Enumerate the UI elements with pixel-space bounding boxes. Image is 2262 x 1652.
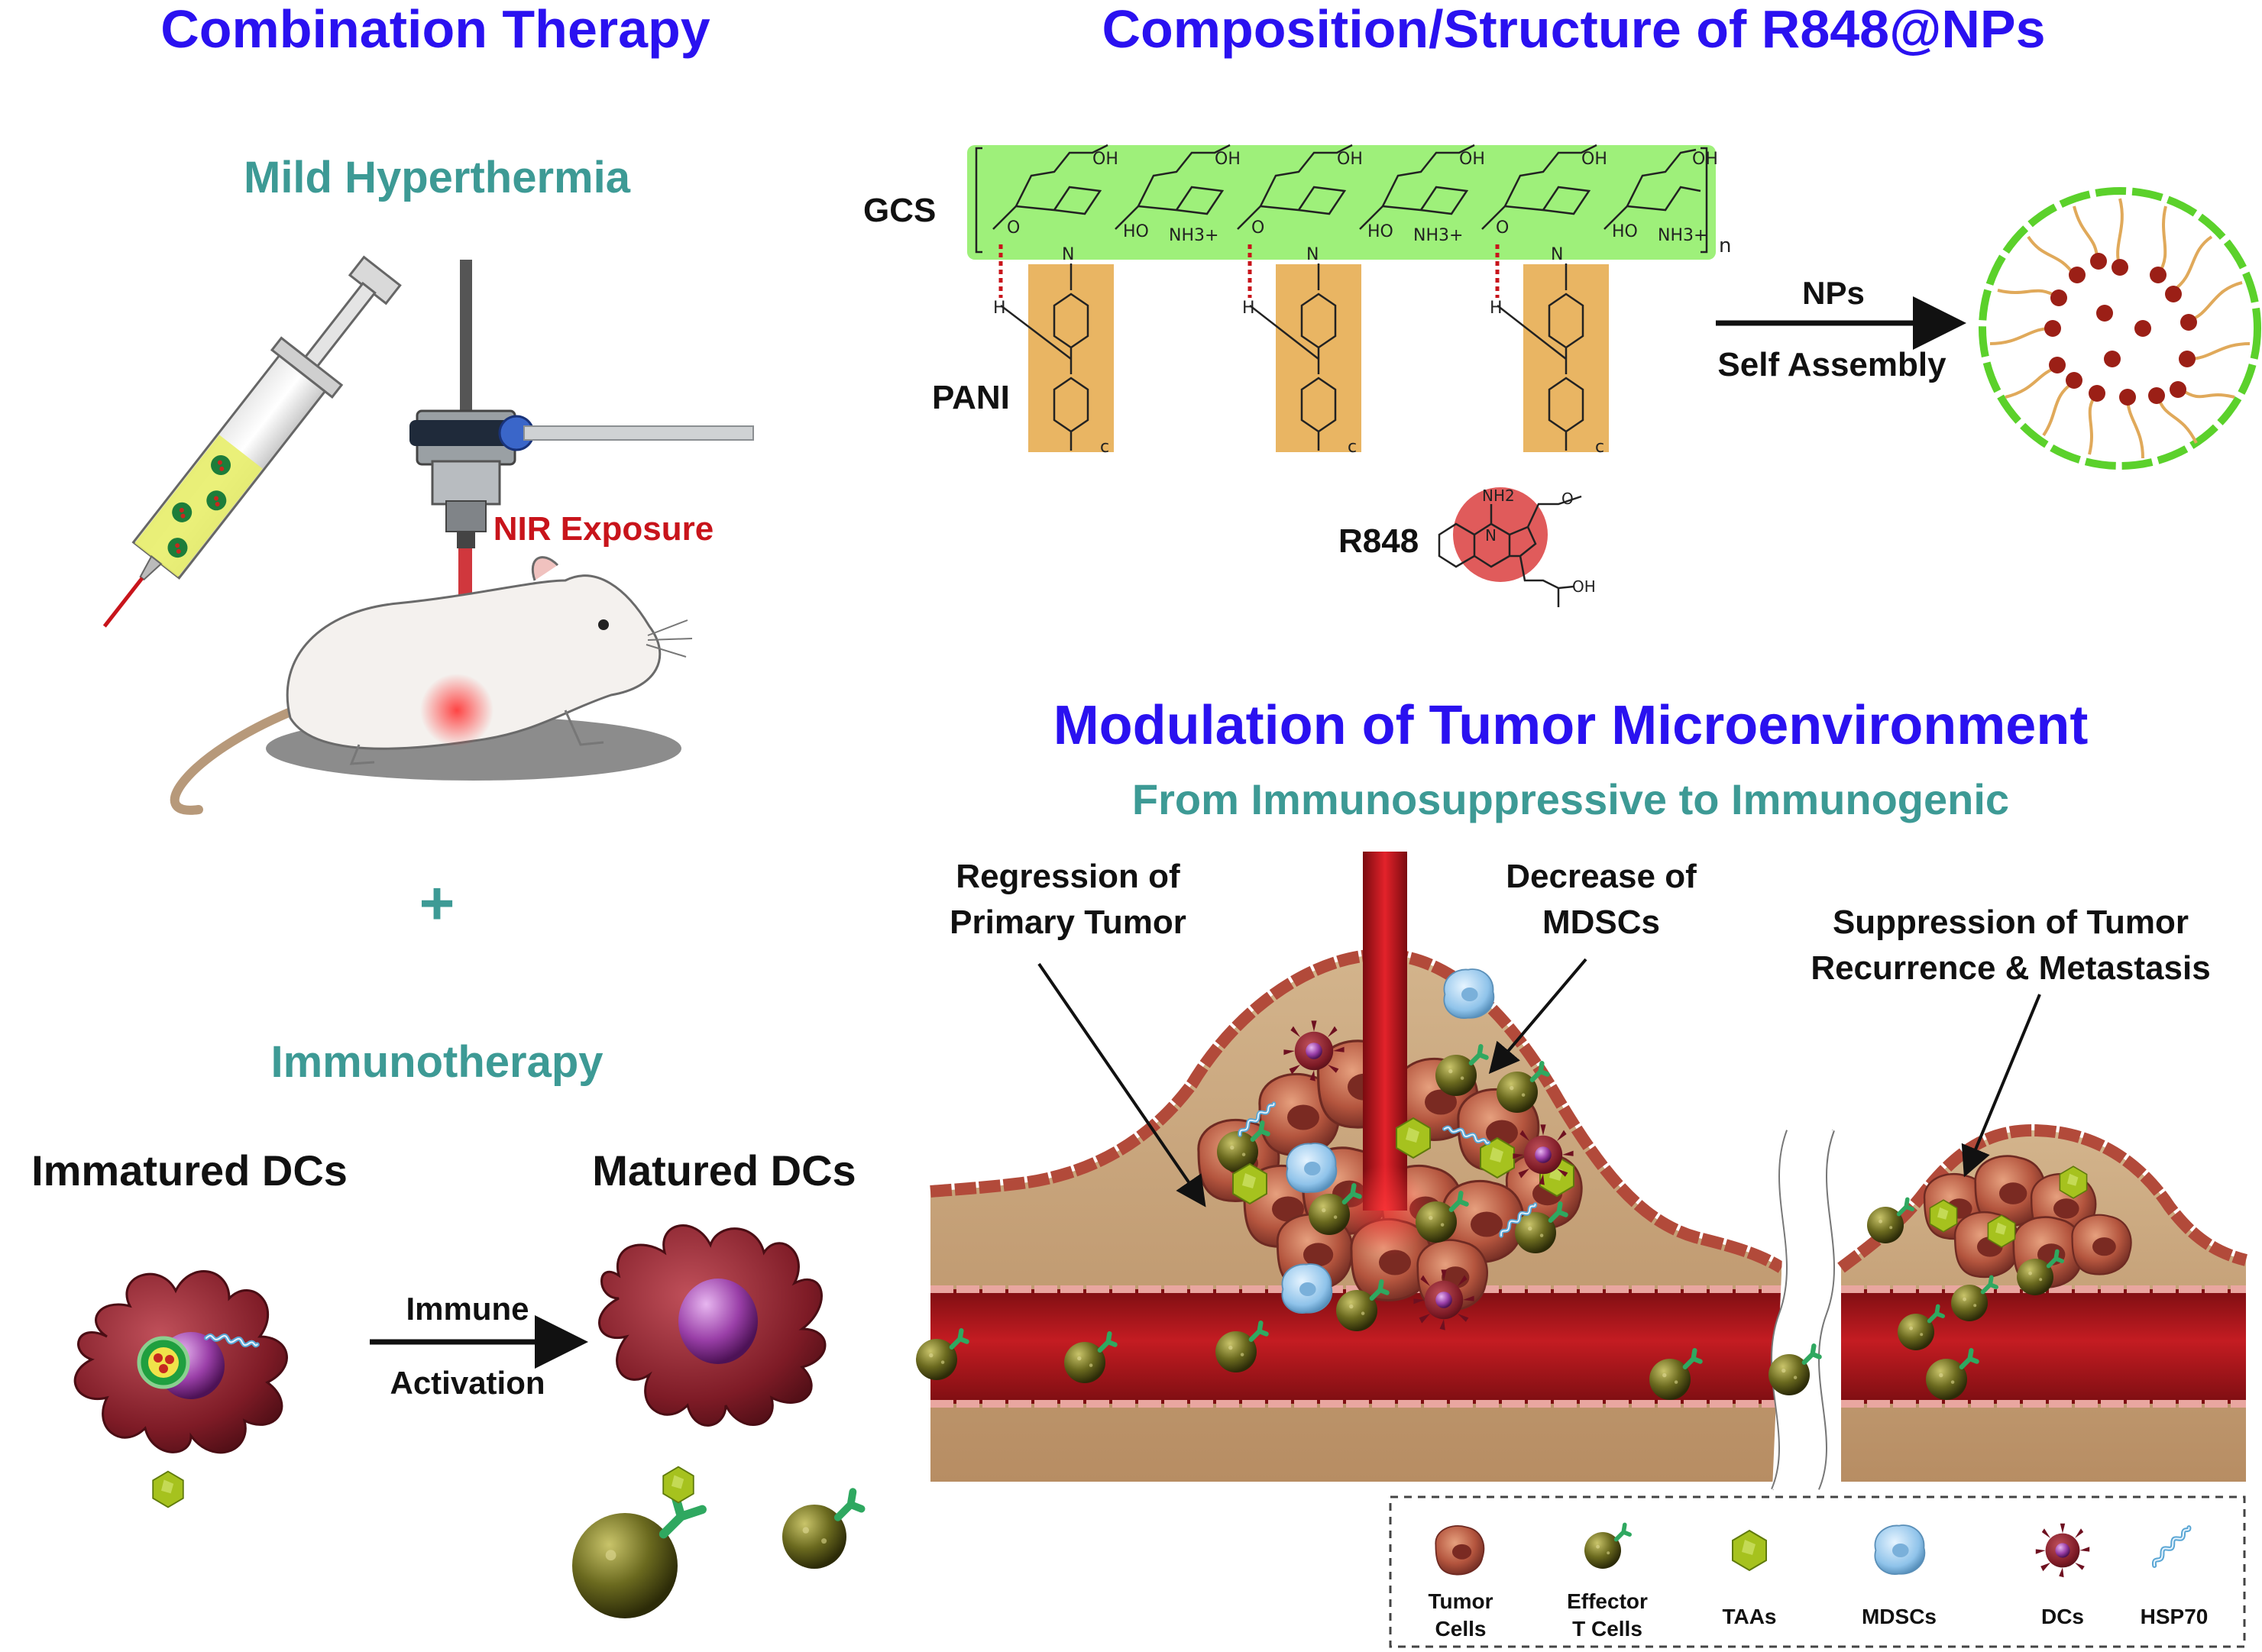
svg-text:O: O xyxy=(1251,218,1264,238)
syringe-icon xyxy=(102,255,402,628)
svg-text:O: O xyxy=(1496,218,1509,238)
svg-text:NH3+: NH3+ xyxy=(1658,226,1707,245)
label-r848: R848 xyxy=(1338,522,1419,560)
label-mild-hyperthermia: Mild Hyperthermia xyxy=(244,153,631,202)
legend-label-tumor-2: Cells xyxy=(1435,1617,1487,1641)
laser-probe-icon xyxy=(409,260,754,548)
decrease-arrow xyxy=(1488,958,1587,1075)
suppression-arrow xyxy=(1961,994,2041,1178)
svg-text:N: N xyxy=(1062,245,1074,264)
legend-labels: Tumor Cells Effector T Cells TAAs MDSCs … xyxy=(1428,1589,2208,1641)
label-plus: + xyxy=(419,869,455,937)
nanoparticle-icon xyxy=(1979,187,2261,470)
svg-text:O: O xyxy=(1561,490,1574,508)
label-immune: Immune xyxy=(406,1291,529,1327)
legend-label-effector-2: T Cells xyxy=(1572,1617,1642,1641)
dendritic-cell-icon xyxy=(2035,1523,2090,1578)
svg-text:HO: HO xyxy=(1367,222,1393,241)
svg-text:N: N xyxy=(1306,245,1319,264)
svg-text:OH: OH xyxy=(1581,150,1607,169)
regression-arrow xyxy=(1037,962,1206,1207)
svg-text:OH: OH xyxy=(1692,150,1718,169)
svg-text:H: H xyxy=(1490,299,1503,318)
svg-text:c: c xyxy=(1595,438,1604,457)
label-activation: Activation xyxy=(390,1365,545,1401)
label-nir-exposure: NIR Exposure xyxy=(493,510,714,548)
legend-label-effector-1: Effector xyxy=(1567,1589,1648,1613)
legend-label-dcs: DCs xyxy=(2041,1605,2084,1628)
blood-vessel xyxy=(930,1285,2246,1408)
tumor-cell-icon xyxy=(1435,1524,1485,1576)
svg-text:OH: OH xyxy=(1337,150,1363,169)
svg-text:NH2: NH2 xyxy=(1482,487,1515,505)
label-regression-1: Regression of xyxy=(956,858,1180,895)
section-break xyxy=(1771,1130,1835,1490)
label-self-assembly: Self Assembly xyxy=(1717,346,1946,383)
immature-dendritic-cell-icon xyxy=(73,1270,288,1508)
tumor-glow xyxy=(420,674,493,747)
laser-beam-tumor xyxy=(1363,852,1407,1211)
svg-text:c: c xyxy=(1348,438,1357,457)
pani-labels: H H H c c c xyxy=(993,299,1604,457)
taa-hexagon-icon xyxy=(662,1466,694,1504)
svg-text:H: H xyxy=(1242,299,1255,318)
label-decrease-1: Decrease of xyxy=(1506,858,1697,895)
label-immatured-dcs: Immatured DCs xyxy=(31,1146,348,1195)
svg-text:NH3+: NH3+ xyxy=(1413,226,1463,245)
svg-text:OH: OH xyxy=(1092,150,1118,169)
svg-text:H: H xyxy=(993,299,1006,318)
label-suppression-1: Suppression of Tumor xyxy=(1833,904,2189,941)
svg-text:c: c xyxy=(1100,438,1109,457)
svg-text:NH3+: NH3+ xyxy=(1169,226,1218,245)
mature-dendritic-cell-icon xyxy=(598,1224,827,1427)
legend-box xyxy=(1389,1495,2246,1648)
chem-labels: OH OH OH OH OH OH HO HO HO NH3+ NH3+ NH3… xyxy=(1007,150,1718,264)
label-decrease-2: MDSCs xyxy=(1542,904,1660,941)
legend-label-tumor-1: Tumor xyxy=(1428,1589,1493,1613)
title-composition: Composition/Structure of R848@NPs xyxy=(1102,0,2045,59)
chem-subscript-n: n xyxy=(1719,234,1731,257)
svg-text:OH: OH xyxy=(1215,150,1241,169)
t-cell-icon xyxy=(572,1487,707,1618)
legend-label-taas: TAAs xyxy=(1722,1605,1776,1628)
legend-label-mdscs: MDSCs xyxy=(1862,1605,1937,1628)
legend-label-hsp70: HSP70 xyxy=(2141,1605,2209,1628)
label-gcs: GCS xyxy=(863,192,936,229)
label-suppression-2: Recurrence & Metastasis xyxy=(1811,949,2210,987)
pani-blocks xyxy=(998,244,1609,452)
label-immunotherapy: Immunotherapy xyxy=(270,1037,603,1087)
svg-text:HO: HO xyxy=(1612,222,1638,241)
title-modulation: Modulation of Tumor Microenvironment xyxy=(1053,695,2089,756)
label-matured-dcs: Matured DCs xyxy=(592,1146,856,1195)
svg-text:OH: OH xyxy=(1459,150,1485,169)
mouse-icon xyxy=(170,556,693,815)
t-cell-icon-small xyxy=(782,1492,862,1569)
gcs-rings xyxy=(975,144,1708,254)
svg-text:N: N xyxy=(1551,245,1563,264)
label-regression-2: Primary Tumor xyxy=(950,904,1186,941)
svg-text:O: O xyxy=(1007,218,1020,238)
label-pani: PANI xyxy=(932,379,1010,416)
svg-text:HO: HO xyxy=(1123,222,1149,241)
label-nps: NPs xyxy=(1802,275,1865,311)
mdsc-icon xyxy=(1874,1524,1926,1576)
svg-text:OH: OH xyxy=(1572,577,1596,596)
subtitle-modulation: From Immunosuppressive to Immunogenic xyxy=(1132,775,2009,823)
title-combination-therapy: Combination Therapy xyxy=(160,0,710,59)
r848-structure: NH2 N O OH xyxy=(1438,487,1596,607)
svg-text:N: N xyxy=(1485,526,1497,545)
